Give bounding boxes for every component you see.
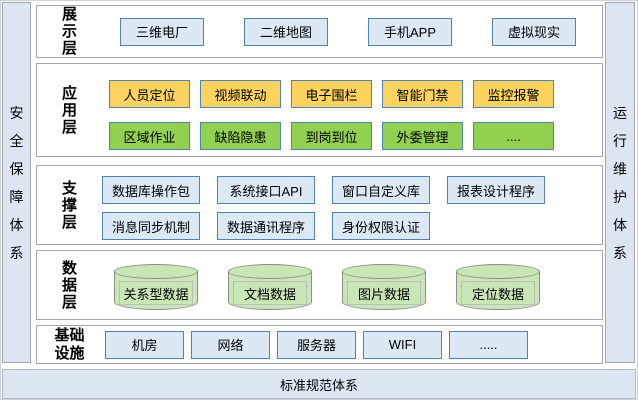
presentation-layer-label: 展示层 [61,6,77,57]
presentation-layer-panel: 展示层 三维电厂 二维地图 手机APP 虚拟现实 [36,5,603,58]
database-cylinder: 文档数据 [228,264,312,310]
support-box: 数据通讯程序 [217,212,315,240]
presentation-layer-label-zone: 展示层 [37,6,102,57]
presentation-box: 二维地图 [244,17,328,46]
standard-specification-label: 标准规范体系 [279,377,358,393]
application-layer-label: 应用层 [61,84,77,136]
application-box: 电子围栏 [291,80,372,108]
infrastructure-box: ..... [449,330,528,359]
application-box: 监控报警 [473,80,554,108]
support-box: 身份权限认证 [332,212,430,240]
database-label: 关系型数据 [119,281,193,305]
application-box: 视频联动 [200,80,281,108]
infrastructure-box: 服务器 [277,330,356,359]
application-box: 人员定位 [109,80,190,108]
support-layer-label-zone: 支撑层 [37,166,102,244]
cylinder-top [228,264,312,279]
data-layer-label-zone: 数据层 [37,251,102,319]
application-layer-label-zone: 应用层 [37,64,102,156]
cylinder-top [342,264,426,279]
application-box: 缺陷隐患 [200,122,281,150]
application-box: 外委管理 [382,122,463,150]
application-box: .... [473,122,554,150]
database-label: 定位数据 [461,281,535,305]
support-box: 消息同步机制 [102,212,200,240]
security-assurance-label: 安全保障体系 [9,104,24,261]
support-layer-panel: 支撑层 数据库操作包 系统接口API 窗口自定义库 报表设计程序 消息同步机制 … [36,165,603,245]
standard-specification-band: 标准规范体系 [2,369,636,399]
application-box: 区域作业 [109,122,190,150]
data-layer-panel: 数据层 关系型数据 文档数据 图片数据 [36,250,603,320]
support-box: 系统接口API [217,176,315,204]
database-label: 文档数据 [233,281,307,305]
application-box: 智能门禁 [382,80,463,108]
infrastructure-box: 机房 [105,330,184,359]
infrastructure-layer-label-zone: 基础设施 [37,326,102,363]
presentation-box: 手机APP [368,17,452,46]
database-cylinder: 图片数据 [342,264,426,310]
support-box: 报表设计程序 [447,176,545,204]
security-assurance-band: 安全保障体系 [2,2,31,363]
infrastructure-box: WIFI [363,330,442,359]
application-box: 到岗到位 [291,122,372,150]
database-cylinder: 关系型数据 [114,264,198,310]
presentation-box: 三维电厂 [120,17,204,46]
infrastructure-layer-label: 基础设施 [54,326,85,362]
support-box: 数据库操作包 [102,176,200,204]
database-cylinder: 定位数据 [456,264,540,310]
cylinder-top [456,264,540,279]
presentation-box: 虚拟现实 [492,17,576,46]
operation-maintenance-band: 运行维护体系 [605,2,635,363]
support-box: 窗口自定义库 [332,176,430,204]
cylinder-top [114,264,198,279]
data-layer-label: 数据层 [61,259,77,311]
support-layer-label: 支撑层 [61,179,77,231]
database-label: 图片数据 [347,281,421,305]
infrastructure-box: 网络 [191,330,270,359]
infrastructure-layer-panel: 基础设施 机房 网络 服务器 WIFI ..... [36,325,603,364]
operation-maintenance-label: 运行维护体系 [613,104,627,261]
application-layer-panel: 应用层 人员定位 视频联动 电子围栏 智能门禁 监控报警 区域作业 缺陷隐患 到… [36,63,603,157]
